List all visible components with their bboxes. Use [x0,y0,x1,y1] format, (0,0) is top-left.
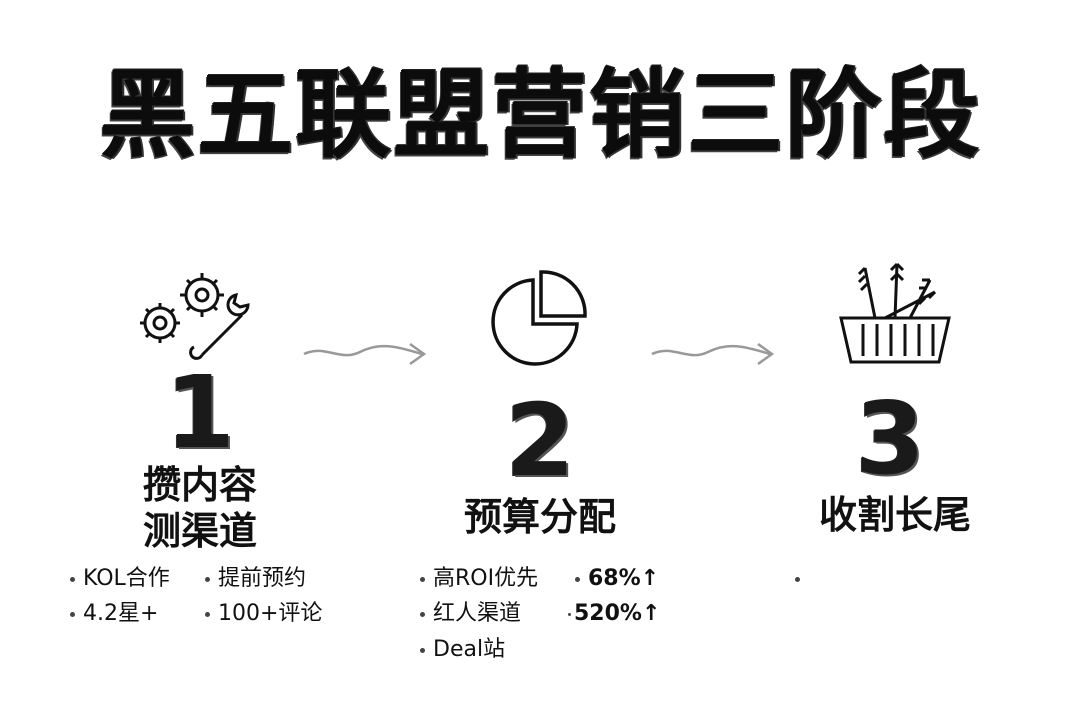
bullet-dot-icon [420,576,425,582]
stage-label-1-line2: 测渠道 [142,509,257,553]
wrench-icon [189,293,250,360]
bullet-text: 高ROI优先 [433,566,539,591]
bullet-item: 520%↑ [568,600,660,628]
bullet-text: 520%↑ [574,601,661,626]
stage-label-3: 收割长尾 [818,493,971,537]
gears-wrench-icon [140,273,250,360]
bullet-text: 红人渠道 [433,601,522,626]
bullet-item: 提前预约 [205,565,306,593]
stage-number-3: 3 [855,380,925,497]
bullet-item [795,565,808,593]
stage-label-1: 攒内容 测渠道 [100,462,300,554]
gear-small-icon [140,303,180,343]
bullet-dot-icon [205,611,210,617]
bullet-text: 68%↑ [588,566,660,591]
bullet-dot-icon [575,576,580,582]
stage-label-2: 预算分配 [463,495,616,539]
pie-chart-icon [491,270,587,366]
gear-large-icon [180,273,224,317]
wavy-arrow-right-icon [303,342,427,366]
bullet-text: KOL合作 [83,566,170,591]
bullet-item: KOL合作 [70,565,170,593]
stage-label-1-line1: 攒内容 [142,463,257,507]
page-title: 黑五联盟营销三阶段 [99,59,981,171]
bullet-item: 高ROI优先 [420,565,538,593]
bullet-text: Deal站 [433,637,506,662]
bullet-text: 100+评论 [218,601,323,626]
bullet-dot-icon [70,576,75,582]
wavy-arrow-right-icon [651,342,775,366]
bullet-dot-icon [420,647,425,653]
bullet-text: 4.2星+ [83,601,159,626]
stage-number-1: 1 [165,354,235,471]
bullet-item: 68%↑ [575,565,659,593]
bullet-item: Deal站 [420,636,505,664]
bullet-dot-icon [568,612,571,616]
wheat-basket-icon [839,262,951,364]
bullet-dot-icon [420,611,425,617]
bullet-item: 100+评论 [205,600,322,628]
bullet-text: 提前预约 [218,566,307,591]
bullet-dot-icon [70,611,75,617]
bullet-dot-icon [205,576,210,582]
bullet-dot-icon [795,576,800,582]
stage-number-2: 2 [505,382,575,499]
bullet-item: 4.2星+ [70,600,158,628]
bullet-item: 红人渠道 [420,600,521,628]
